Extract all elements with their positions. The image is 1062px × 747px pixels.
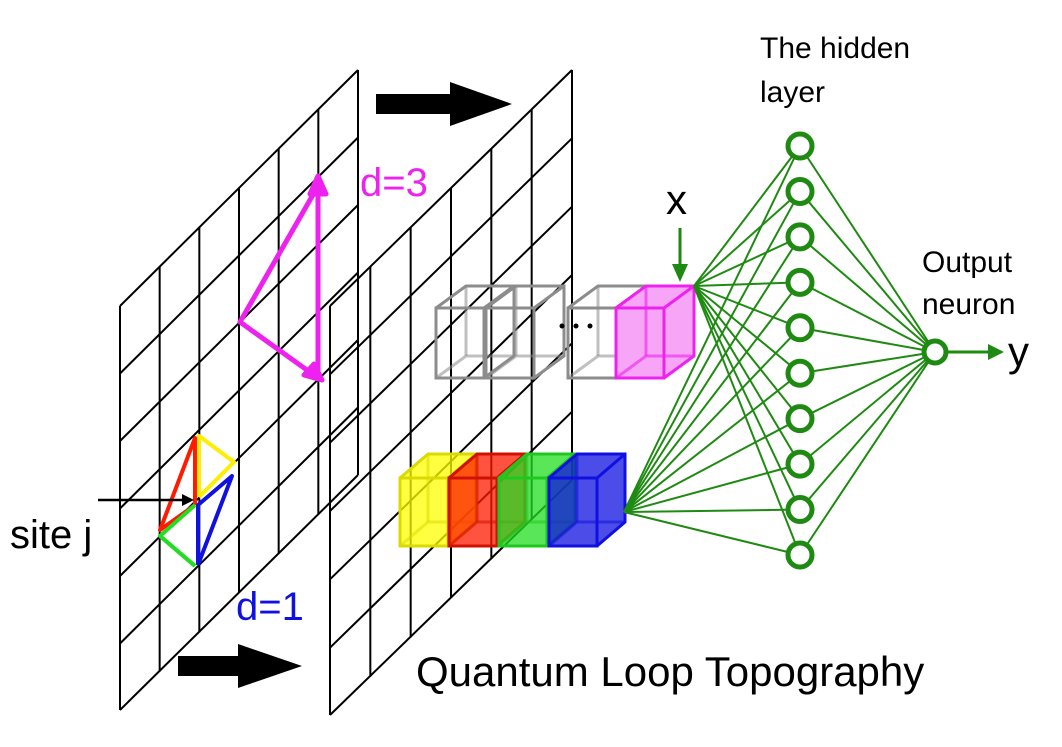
- hidden-neuron: [785, 313, 815, 343]
- output-arrow: [946, 344, 1004, 360]
- output-neuron-label-line1: Output: [922, 246, 1013, 279]
- ellipsis-dots: [559, 323, 593, 329]
- hidden-layer-label-line1: The hidden: [760, 32, 910, 65]
- x-label: x: [666, 176, 687, 223]
- site-j-label: site j: [10, 513, 92, 557]
- hidden-layer-neurons: [785, 131, 815, 570]
- gray-cube-row: [434, 284, 648, 380]
- output-neuron: [921, 338, 949, 366]
- site-j-pointer: [98, 494, 194, 506]
- hidden-neuron: [785, 404, 815, 434]
- hidden-neuron: [785, 449, 815, 479]
- magenta-loop-triangle: [237, 173, 329, 383]
- hidden-neuron: [785, 131, 815, 161]
- y-label: y: [1008, 328, 1029, 375]
- hidden-neuron: [785, 540, 815, 570]
- x-input-arrow: [672, 228, 688, 282]
- diagram-caption: Quantum Loop Topography: [416, 648, 924, 695]
- magenta-cube: [614, 284, 696, 380]
- colored-cube-row: [398, 452, 627, 548]
- output-neuron-label-line2: neuron: [922, 288, 1015, 321]
- hidden-neuron: [785, 222, 815, 252]
- red-loop: [158, 436, 197, 532]
- hidden-layer-label-line2: layer: [760, 76, 825, 109]
- hidden-neuron: [785, 267, 815, 297]
- d3-label: d=3: [360, 161, 428, 205]
- hidden-neuron: [785, 495, 815, 525]
- bottom-arrow: [178, 644, 302, 688]
- gray-cube: [484, 284, 566, 380]
- yellow-loop: [197, 434, 236, 499]
- network-connections: [623, 145, 936, 556]
- hidden-neuron: [785, 358, 815, 388]
- small-loop-triangles: [158, 434, 236, 568]
- colored-cube: [547, 452, 627, 548]
- hidden-neuron: [785, 176, 815, 206]
- top-arrow: [376, 82, 512, 126]
- d1-label: d=1: [236, 585, 304, 629]
- blue-loop: [196, 474, 234, 566]
